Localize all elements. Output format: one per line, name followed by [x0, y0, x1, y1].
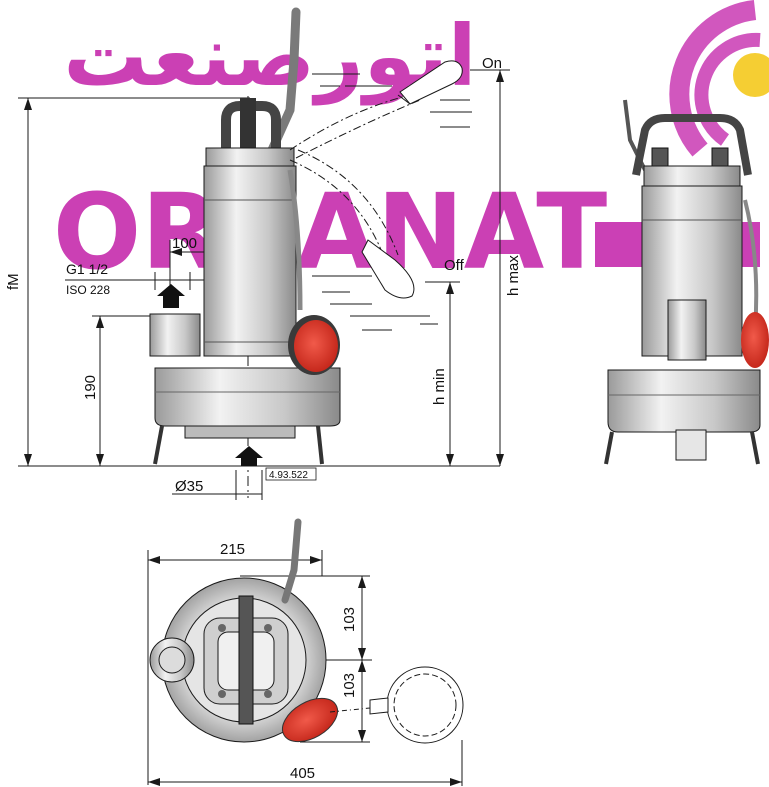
front-handle: [632, 114, 752, 176]
front-volute: [607, 369, 761, 433]
pump-volute: [154, 367, 341, 427]
code-box: [265, 467, 317, 481]
watermark-logo-dot: [733, 53, 769, 97]
pump-top-view: [149, 518, 464, 744]
watermark-latin: ORSANAT: [53, 171, 607, 293]
top-cable: [281, 518, 302, 604]
float-off-position: [361, 239, 415, 299]
inlet-arrow-icon: [235, 446, 263, 466]
pump-side-view: [149, 7, 341, 466]
dimension-103-bottom-label: 103: [341, 673, 358, 698]
dimension-100-label: 100: [172, 235, 197, 252]
motor-top: [205, 147, 295, 169]
pump-base: [184, 425, 296, 439]
watermark-logo-arc-inner: [694, 32, 761, 146]
dimension-215-label: 215: [220, 541, 245, 558]
front-inlet: [675, 429, 707, 461]
float-cable: [287, 169, 303, 311]
front-outlet: [667, 299, 707, 361]
side-view-dimensions: [18, 69, 510, 500]
watermark-logo-arc: [669, 0, 757, 157]
dimension-405-label: 405: [290, 765, 315, 782]
float-trajectory: [289, 94, 421, 261]
front-float-switch: [741, 312, 769, 368]
water-lines: [312, 73, 472, 331]
fM-label: fM: [5, 273, 22, 290]
motor-body: [203, 165, 297, 357]
float-on-position: [397, 60, 463, 105]
h-max-label: h max: [505, 255, 522, 296]
front-motor-top: [643, 165, 741, 189]
on-label: On: [482, 55, 502, 72]
code-label: 4.93.522: [269, 470, 308, 481]
pump-front-view: [604, 99, 769, 465]
off-label: Off: [444, 257, 465, 274]
thread-size-label: G1 1/2: [66, 261, 108, 277]
top-view-arrowheads: [148, 556, 462, 786]
discharge-arrow-icon: [157, 284, 185, 308]
dimension-103-top-label: 103: [341, 607, 358, 632]
top-handle: [238, 595, 254, 725]
discharge-outlet: [149, 313, 201, 357]
top-float-on-position: [386, 666, 464, 744]
h-min-label: h min: [431, 368, 448, 405]
float-switch: [294, 320, 338, 372]
diameter-label: Ø35: [175, 478, 203, 495]
side-view-arrowheads: [24, 70, 504, 466]
thread-standard-label: ISO 228: [66, 283, 110, 297]
dimension-190-label: 190: [82, 375, 99, 400]
top-float-switch: [282, 697, 338, 743]
